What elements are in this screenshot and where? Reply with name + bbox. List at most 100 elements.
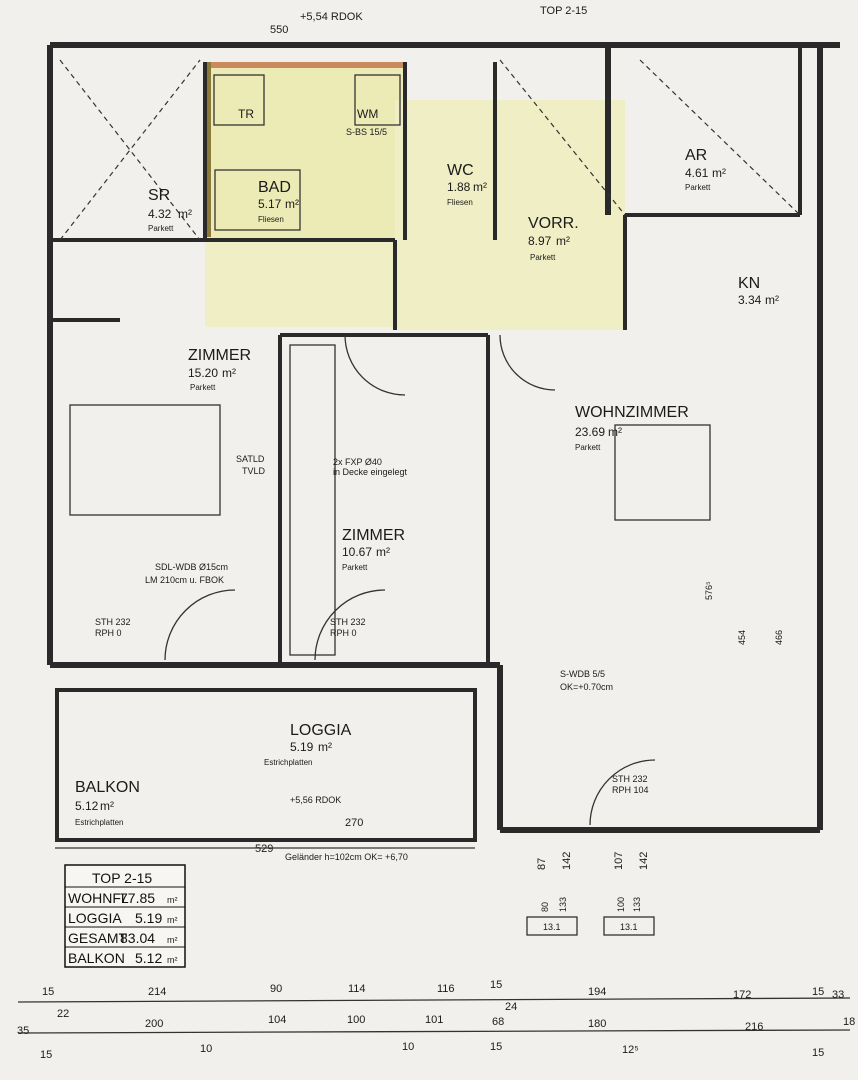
svg-text:22: 22 <box>57 1008 69 1020</box>
top-unit-label: TOP 2-15 <box>540 5 587 17</box>
sth-right: STH 232 <box>612 774 648 784</box>
interior-walls <box>50 45 802 665</box>
svg-text:m²: m² <box>100 799 114 813</box>
svg-text:194: 194 <box>588 986 606 998</box>
svg-text:Parkett: Parkett <box>190 383 216 392</box>
room-sr: SR 4.32 m² Parkett <box>148 187 192 233</box>
svg-text:Fliesen: Fliesen <box>447 198 473 207</box>
fxp-note: in Decke eingelegt <box>333 467 408 477</box>
svg-text:107: 107 <box>613 852 625 870</box>
svg-text:Parkett: Parkett <box>148 224 174 233</box>
wall-cut-left <box>205 62 211 237</box>
svg-text:24: 24 <box>505 1001 517 1013</box>
svg-text:WOHNZIMMER: WOHNZIMMER <box>575 404 689 421</box>
area-table-title: TOP 2-15 <box>92 870 152 886</box>
svg-text:116: 116 <box>437 983 455 995</box>
svg-text:8.97: 8.97 <box>528 234 552 248</box>
dryer-outline <box>213 74 265 126</box>
svg-text:13.1: 13.1 <box>543 922 561 932</box>
svg-text:m²: m² <box>167 935 178 945</box>
svg-text:114: 114 <box>348 983 366 995</box>
svg-text:5.12: 5.12 <box>75 799 99 813</box>
dryer-label: TR <box>238 107 254 121</box>
svg-text:m²: m² <box>167 955 178 965</box>
svg-text:5.17: 5.17 <box>258 197 282 211</box>
dim-454: 454 <box>737 630 747 645</box>
wall-cut <box>205 62 405 68</box>
svg-text:104: 104 <box>268 1014 286 1026</box>
svg-text:m²: m² <box>608 425 622 439</box>
svg-text:33: 33 <box>832 989 844 1001</box>
door-swings <box>164 334 656 826</box>
svg-text:SR: SR <box>148 187 170 204</box>
svg-text:Parkett: Parkett <box>530 253 556 262</box>
svg-text:18: 18 <box>843 1016 855 1028</box>
svg-text:68: 68 <box>492 1016 504 1028</box>
svg-text:Estrichplatten: Estrichplatten <box>75 818 123 827</box>
svg-text:ZIMMER: ZIMMER <box>188 347 251 364</box>
svg-text:KN: KN <box>738 275 760 292</box>
svg-text:WC: WC <box>447 162 474 179</box>
sth-mid: STH 232 <box>330 617 366 627</box>
svg-text:LOGGIA: LOGGIA <box>290 722 352 739</box>
balcony-loggia-outline <box>55 688 477 842</box>
svg-text:m²: m² <box>712 166 726 180</box>
svg-text:5.19: 5.19 <box>290 740 314 754</box>
svg-text:Fliesen: Fliesen <box>258 215 284 224</box>
wohn-dim: 576⁵ <box>704 581 714 600</box>
svg-text:5.19: 5.19 <box>135 910 162 926</box>
washer-outline <box>354 74 401 126</box>
top-width-label: 550 <box>270 24 288 36</box>
svg-text:10.67: 10.67 <box>342 545 372 559</box>
svg-text:133: 133 <box>632 897 642 912</box>
rph-left: RPH 0 <box>95 628 122 638</box>
svg-text:77.85: 77.85 <box>120 890 155 906</box>
svg-text:m²: m² <box>318 740 332 754</box>
sth-left: STH 232 <box>95 617 131 627</box>
svg-text:35: 35 <box>17 1025 29 1037</box>
svg-text:AR: AR <box>685 147 707 164</box>
bathtub-outline <box>214 169 301 231</box>
svg-text:15: 15 <box>812 1047 824 1059</box>
svg-text:87: 87 <box>536 858 548 870</box>
svg-text:23.69: 23.69 <box>575 425 605 439</box>
dim-466: 466 <box>774 630 784 645</box>
railing-note: Geländer h=102cm OK= +6,70 <box>285 852 408 862</box>
svg-text:10: 10 <box>402 1041 414 1053</box>
svg-text:ZIMMER: ZIMMER <box>342 527 405 544</box>
satld-label: SATLD <box>236 454 265 464</box>
swdb-ok: OK=+0.70cm <box>560 682 613 692</box>
svg-text:BALKON: BALKON <box>68 950 125 966</box>
dim-chain-1 <box>17 997 851 1003</box>
svg-text:GESAMT: GESAMT <box>68 930 128 946</box>
svg-text:15: 15 <box>490 1041 502 1053</box>
svg-text:WOHNFL: WOHNFL <box>68 890 129 906</box>
svg-text:4.32: 4.32 <box>148 207 172 221</box>
svg-text:m²: m² <box>178 207 192 221</box>
rph-right: RPH 104 <box>612 785 649 795</box>
svg-text:10: 10 <box>200 1043 212 1055</box>
bottom-width-label: 529 <box>255 843 273 855</box>
svg-text:m²: m² <box>167 915 178 925</box>
svg-text:1.88: 1.88 <box>447 180 471 194</box>
loggia-dim: 270 <box>345 817 363 829</box>
rph-mid: RPH 0 <box>330 628 357 638</box>
svg-text:m²: m² <box>473 180 487 194</box>
closet-outline <box>289 344 336 656</box>
hall-fill <box>395 100 625 330</box>
